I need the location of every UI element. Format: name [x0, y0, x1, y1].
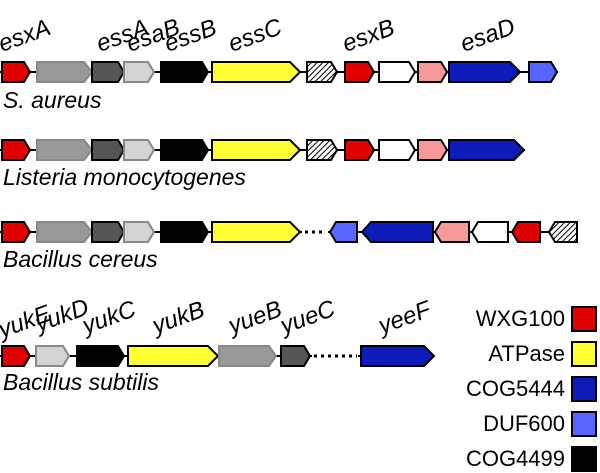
gene-label-esaD: esaD — [457, 13, 519, 58]
gene-label-yukB: yukB — [147, 296, 208, 340]
gene-label-yueC: yueC — [275, 295, 339, 340]
legend-swatch — [571, 411, 597, 437]
species-label: Bacillus subtilis — [3, 369, 159, 395]
gene-arrow — [448, 61, 522, 83]
legend-swatch — [571, 341, 597, 367]
gene-arrow — [378, 61, 417, 83]
gene-arrow — [36, 61, 94, 83]
gene-arrow — [123, 221, 156, 243]
legend-swatch — [571, 376, 597, 402]
gene-arrow — [306, 139, 339, 161]
legend-label-wxg100: WXG100 — [476, 306, 565, 331]
gene-arrow — [280, 345, 312, 367]
gene-arrow — [218, 345, 278, 367]
gene-arrow — [91, 61, 126, 83]
legend-label-duf600: DUF600 — [483, 411, 565, 436]
gene-arrow — [35, 345, 71, 367]
gene-label-esxB: esxB — [339, 14, 398, 58]
gene-arrow — [211, 61, 302, 83]
gene-arrow — [360, 345, 436, 367]
gene-arrow — [547, 221, 578, 243]
gene-arrow — [328, 221, 358, 243]
legend-label-cog4499: COG4499 — [466, 446, 565, 471]
cluster-s-aureus: esxA essA esaB essB essC esxB esaD S. au… — [0, 13, 559, 113]
gene-arrow — [160, 139, 210, 161]
gene-arrow — [211, 221, 302, 243]
legend-swatch — [571, 446, 597, 472]
gene-label-yeeF: yeeF — [373, 296, 436, 341]
gene-arrow — [1, 345, 32, 367]
gene-arrow — [160, 221, 210, 243]
gene-arrow — [344, 139, 376, 161]
gene-label-essC: essC — [225, 13, 286, 57]
legend-label-atpase: ATPase — [488, 341, 565, 366]
gene-label-esxA: esxA — [0, 14, 54, 58]
gene-arrow — [123, 139, 156, 161]
gene-arrow — [91, 221, 126, 243]
gene-arrow — [211, 139, 302, 161]
species-label: S. aureus — [3, 87, 102, 113]
gene-arrow — [417, 139, 449, 161]
gene-arrow — [360, 221, 434, 243]
gene-arrow — [123, 61, 156, 83]
species-label: Bacillus cereus — [3, 246, 158, 272]
gene-arrow — [91, 139, 126, 161]
gene-arrow — [378, 139, 417, 161]
legend: WXG100 ATPase COG5444 DUF600 COG4499 — [466, 306, 597, 472]
gene-arrow — [36, 221, 94, 243]
gene-arrow — [76, 345, 126, 367]
gene-arrow — [160, 61, 210, 83]
gene-arrow — [36, 139, 94, 161]
gene-arrow — [1, 221, 32, 243]
gene-arrow — [344, 61, 376, 83]
gene-arrow — [1, 61, 32, 83]
gene-arrow — [127, 345, 220, 367]
cluster-bacillus-cereus: Bacillus cereus — [0, 221, 578, 272]
gene-arrow — [306, 61, 339, 83]
species-label: Listeria monocytogenes — [3, 164, 246, 190]
gene-label-yukC: yukC — [77, 295, 140, 340]
gene-label-yueB: yueB — [223, 296, 286, 341]
legend-swatch — [571, 306, 597, 332]
gene-arrow — [1, 139, 32, 161]
gene-arrow — [417, 61, 449, 83]
gene-arrow — [528, 61, 559, 83]
cluster-bacillus-subtilis: yukE yukD yukC yukB yueB yueC yeeF Bacil… — [0, 294, 435, 395]
cluster-listeria-monocytogenes: Listeria monocytogenes — [0, 139, 526, 190]
gene-arrow — [448, 139, 526, 161]
gene-arrow — [510, 221, 541, 243]
gene-arrow — [470, 221, 509, 243]
legend-label-cog5444: COG5444 — [466, 376, 565, 401]
gene-arrow — [433, 221, 470, 243]
